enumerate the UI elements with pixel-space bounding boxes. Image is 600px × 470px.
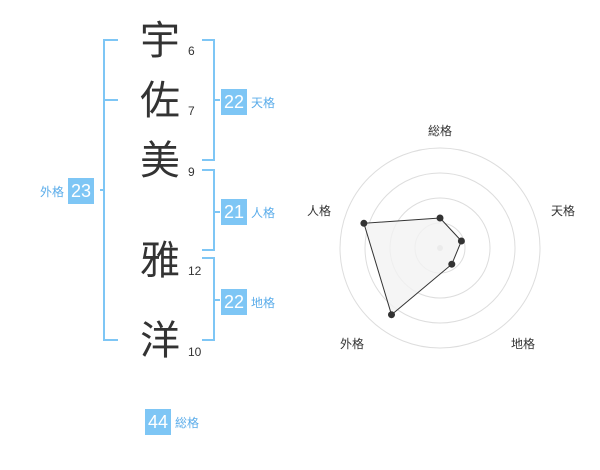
name-char-5: 洋 xyxy=(140,318,180,364)
chikaku-value: 22 xyxy=(221,289,248,315)
name-char-1: 宇 xyxy=(140,18,180,64)
stroke-count-1: 6 xyxy=(188,44,195,58)
radar-label-gaikaku: 外格 xyxy=(340,337,365,351)
radar-point-4 xyxy=(388,311,395,319)
name-char-2: 佐 xyxy=(140,78,180,124)
chikaku-bracket xyxy=(202,257,215,341)
radar-label-soukaku: 総格 xyxy=(428,124,453,138)
soukaku-value: 44 xyxy=(145,409,172,435)
tenkaku-badge: 22 天格 xyxy=(221,89,275,115)
tenkaku-label: 天格 xyxy=(251,95,276,110)
tenkaku-value: 22 xyxy=(221,89,248,115)
name-char-4: 雅 xyxy=(140,238,180,284)
stroke-count-2: 7 xyxy=(188,104,195,118)
soukaku-label: 総格 xyxy=(175,415,200,430)
radar-point-3 xyxy=(448,260,456,268)
radar-chart xyxy=(339,147,541,349)
chikaku-badge: 22 地格 xyxy=(221,289,275,315)
stroke-count-4: 12 xyxy=(188,264,202,278)
soukaku-badge: 44 総格 xyxy=(145,409,199,435)
gaikaku-bracket xyxy=(103,39,118,341)
radar-point-2 xyxy=(457,237,465,245)
jinkaku-label: 人格 xyxy=(251,205,276,220)
jinkaku-value: 21 xyxy=(221,199,248,225)
radar-polygon xyxy=(363,217,462,316)
gaikaku-label: 外格 xyxy=(40,184,65,199)
stroke-count-3: 9 xyxy=(188,165,195,179)
chikaku-label: 地格 xyxy=(251,295,276,310)
gaikaku-badge: 外格 23 xyxy=(40,178,95,204)
radar-label-jinkaku: 人格 xyxy=(307,204,332,218)
radar-label-tenkaku: 天格 xyxy=(551,204,576,218)
gaikaku-value: 23 xyxy=(68,178,95,204)
radar-ring-3 xyxy=(364,172,516,324)
radar-point-5 xyxy=(360,219,368,227)
name-char-3: 美 xyxy=(140,138,180,184)
jinkaku-bracket xyxy=(202,169,215,251)
radar-label-chikaku: 地格 xyxy=(511,337,536,351)
jinkaku-badge: 21 人格 xyxy=(221,199,275,225)
stroke-count-5: 10 xyxy=(188,345,202,359)
brackets xyxy=(100,39,220,341)
radar-ring-4 xyxy=(339,147,541,349)
tenkaku-bracket xyxy=(202,39,215,161)
radar-point-1 xyxy=(436,214,444,222)
